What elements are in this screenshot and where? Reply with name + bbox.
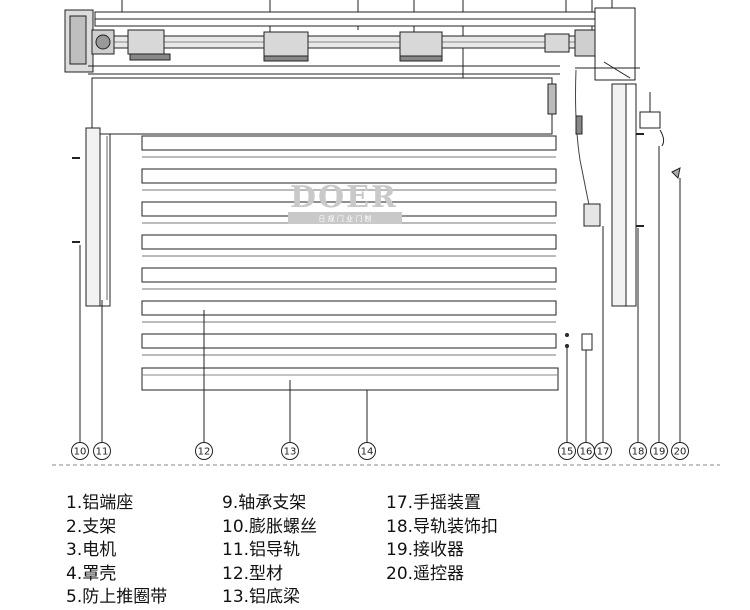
callout-12: 12 [195, 442, 213, 460]
curtain-slat [141, 168, 557, 184]
svg-text:16: 16 [580, 447, 593, 458]
svg-text:18: 18 [632, 447, 645, 458]
legend-column-1: 1.铝端座 2.支架 3.电机 4.罩壳 5.防上推圈带 [66, 492, 167, 610]
callout-16: 16 [577, 442, 595, 460]
legend-item: 18.导轨装饰扣 [386, 516, 499, 537]
callout-17: 17 [594, 442, 612, 460]
legend-item: 12.型材 [222, 563, 284, 584]
svg-text:15: 15 [561, 447, 574, 458]
legend-item: 11.铝导轨 [222, 540, 301, 560]
legend-item: 19.接收器 [386, 540, 465, 560]
legend-item: 13.铝底梁 [222, 587, 301, 607]
rolling-shutter-diagram: DOER 日 规 门 业 门 制 10 11 12 13 14 15 16 17 18 19 20 [52, 0, 720, 466]
legend-column-2: 9.轴承支架 10.膨胀螺丝 11.铝导轨 12.型材 13.铝底梁 [222, 492, 317, 610]
legend-item: 3.电机 [66, 540, 117, 560]
legend-column-3: 17.手摇装置 18.导轨装饰扣 19.接收器 20.遥控器 [386, 492, 498, 586]
svg-text:20: 20 [674, 447, 687, 458]
curtain-slat [141, 234, 557, 250]
svg-text:10: 10 [74, 447, 87, 458]
legend-item: 10.膨胀螺丝 [222, 516, 318, 537]
legend-item: 1.铝端座 [66, 493, 134, 513]
logo-subtitle: 日 规 门 业 门 制 [318, 214, 371, 223]
callout-18: 18 [629, 442, 647, 460]
legend-item: 17.手摇装置 [386, 493, 482, 513]
svg-text:13: 13 [284, 447, 297, 458]
curtain-slat [141, 135, 557, 151]
svg-text:17: 17 [597, 447, 610, 458]
callout-14: 14 [358, 442, 376, 460]
callout-19: 19 [650, 442, 668, 460]
callout-15: 15 [558, 442, 576, 460]
svg-text:14: 14 [361, 447, 374, 458]
svg-text:12: 12 [198, 447, 211, 458]
curtain-slat [141, 267, 557, 283]
legend-item: 4.罩壳 [66, 563, 117, 584]
callout-10: 10 [71, 442, 89, 460]
callout-11: 11 [93, 442, 111, 460]
curtain-slat [141, 333, 557, 349]
legend-item: 5.防上推圈带 [66, 587, 168, 607]
legend-item: 20.遥控器 [386, 563, 465, 584]
logo-text: DOER [290, 180, 398, 215]
legend-item: 2.支架 [66, 516, 117, 537]
svg-text:19: 19 [653, 447, 666, 458]
callout-13: 13 [281, 442, 299, 460]
curtain-slat [141, 300, 557, 316]
svg-text:11: 11 [96, 447, 109, 458]
legend-item: 9.轴承支架 [222, 493, 307, 513]
callout-20: 20 [671, 442, 689, 460]
